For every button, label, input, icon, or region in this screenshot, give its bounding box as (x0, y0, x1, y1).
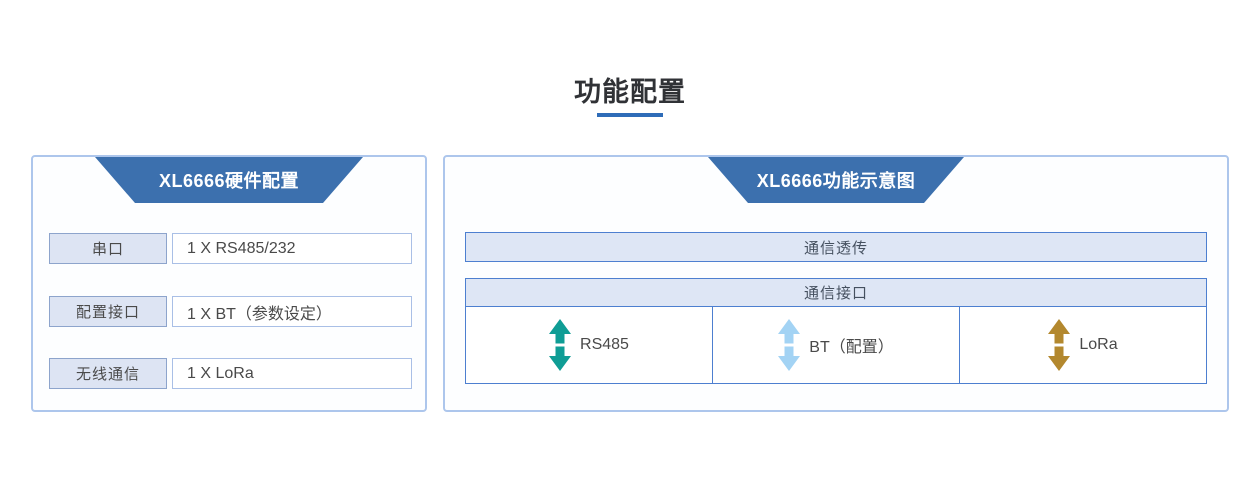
function-diagram-panel-header: XL6666功能示意图 (708, 157, 964, 203)
function-diagram-panel-title: XL6666功能示意图 (756, 171, 916, 191)
interface-cell-label-lora: LoRa (1079, 336, 1118, 353)
interface-table: 通信接口 RS485 (465, 278, 1207, 384)
double-vertical-arrow-icon (778, 319, 801, 371)
double-vertical-arrow-icon (549, 319, 572, 371)
spec-value-serial-port: 1 X RS485/232 (172, 233, 412, 264)
hardware-config-panel-header: XL6666硬件配置 (95, 157, 363, 203)
function-diagram-panel: XL6666功能示意图 通信透传 通信接口 RS485 (443, 155, 1229, 412)
double-vertical-arrow-icon (1048, 319, 1071, 371)
hardware-config-panel: XL6666硬件配置 串口 1 X RS485/232 配置接口 1 X BT（… (31, 155, 427, 412)
interface-cell-label-rs485: RS485 (580, 336, 629, 353)
interface-table-body: RS485 BT（配置） (466, 307, 1206, 383)
page-title: 功能配置 (574, 77, 686, 107)
interface-cell-bt: BT（配置） (712, 307, 959, 383)
spec-label-serial-port: 串口 (49, 233, 167, 264)
interface-cell-lora: LoRa (959, 307, 1206, 383)
spec-label-config-interface: 配置接口 (49, 296, 167, 327)
spec-label-wireless-comm: 无线通信 (49, 358, 167, 389)
spec-value-config-interface: 1 X BT（参数设定） (172, 296, 412, 327)
interface-table-header: 通信接口 (466, 279, 1206, 307)
transparent-transmission-bar: 通信透传 (465, 232, 1207, 262)
spec-value-wireless-comm: 1 X LoRa (172, 358, 412, 389)
hardware-config-panel-title: XL6666硬件配置 (158, 171, 300, 191)
title-underline (597, 113, 663, 117)
interface-cell-label-bt: BT（配置） (809, 339, 894, 356)
interface-cell-rs485: RS485 (466, 307, 712, 383)
